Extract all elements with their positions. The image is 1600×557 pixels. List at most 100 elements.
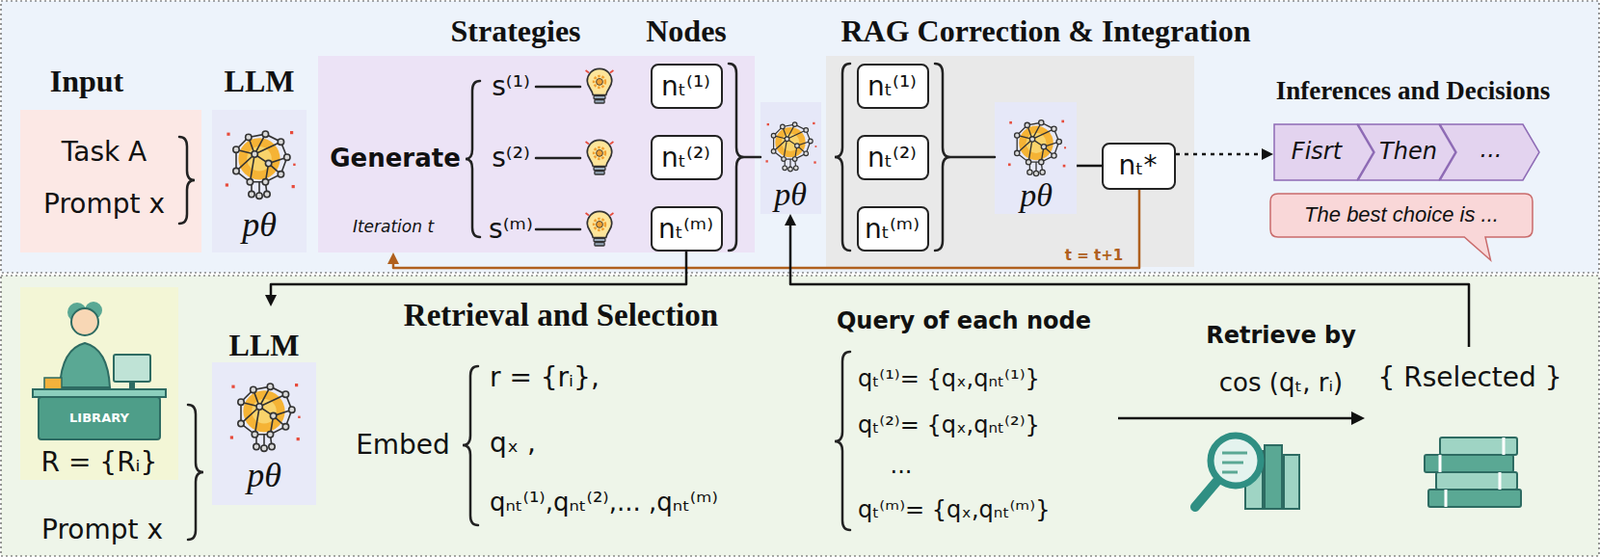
book [1424, 454, 1514, 473]
brace [834, 351, 851, 531]
brain-icon [225, 131, 296, 199]
brace [462, 366, 479, 526]
arrow-head [1261, 148, 1274, 160]
best-node-box: nₜ* [1101, 142, 1176, 190]
desk-front [38, 397, 160, 440]
icon-text: LIBRARY [69, 411, 130, 427]
bottom-panel [0, 275, 1600, 557]
heading: LLM [224, 63, 295, 100]
node-text: nₜ⁽²⁾ [661, 141, 711, 173]
book [1428, 489, 1521, 507]
model-symbol: pθ [241, 205, 277, 245]
search-icon [1195, 435, 1300, 509]
node-text: nₜ⁽¹⁾ [661, 70, 711, 102]
node-text: nₜ⁽ᵐ⁾ [658, 213, 714, 244]
arrow-head [784, 213, 797, 226]
retrieve-arrow [1118, 411, 1365, 426]
generate-region: StrategiesNodesGenerateIteration tnₜ⁽¹⁾n… [318, 55, 755, 253]
node-text: nₜ* [1118, 149, 1157, 181]
heading: Nodes [645, 13, 727, 50]
query-text: qₜ⁽²⁾= {qₓ,qₙₜ⁽²⁾} [857, 412, 1040, 440]
connector-line [1076, 164, 1102, 168]
heading: RAG Correction & Integration [840, 13, 1251, 50]
book-marks [1440, 437, 1504, 507]
arrow-head [1351, 411, 1365, 426]
library-icon [32, 301, 166, 440]
book [1283, 454, 1300, 509]
query-text: qₜ⁽ᵐ⁾= {qₓ,qₙₜ⁽ᵐ⁾} [857, 497, 1050, 525]
strategy-label: s⁽ᵐ⁾ [488, 213, 534, 245]
connector-line [393, 189, 1140, 268]
speech-bubble: The best choice is ... [1270, 193, 1533, 238]
ellipsis: ... [890, 453, 913, 480]
model-symbol: pθ [246, 455, 282, 496]
llm-box: pθ [760, 102, 822, 214]
desk-top [32, 389, 166, 398]
librarian-body [59, 343, 110, 388]
retrieved-text: { Rselected } [1377, 362, 1562, 394]
brackets [179, 63, 995, 540]
connector [1175, 148, 1274, 160]
connector-line [790, 223, 1469, 347]
top-panel [0, 0, 1600, 273]
step-text: Then [1379, 138, 1438, 166]
box-body [20, 109, 202, 253]
brace [187, 404, 204, 540]
node-box: nₜ⁽ᵐ⁾ [856, 206, 930, 252]
books-icon [1424, 437, 1521, 507]
chevron-outline [1274, 124, 1374, 181]
brace [934, 63, 995, 251]
arrow-label: cos (qₜ, rᵢ) [1219, 369, 1343, 399]
step-chevron: ... [1439, 123, 1541, 182]
embedding-text: qₓ , [489, 427, 536, 459]
librarian-head [71, 308, 99, 336]
chevron-outline [1440, 124, 1540, 181]
lens-lines [1222, 453, 1248, 473]
chevron-outline [1358, 124, 1456, 181]
node-box: nₜ⁽¹⁾ [650, 63, 723, 109]
model-symbol: pθ [1019, 176, 1053, 214]
node-box: nₜ⁽¹⁾ [856, 63, 930, 109]
embedding-text: r = {rᵢ}, [489, 362, 600, 394]
bulb-icon [586, 211, 614, 246]
strategy-label: s⁽²⁾ [491, 142, 531, 174]
connector-line [270, 251, 687, 297]
brace [728, 63, 761, 251]
brain-icon [1008, 120, 1067, 177]
input-box: InputTask A Prompt x [20, 53, 202, 253]
edge-label: t = t+1 [1062, 247, 1126, 265]
input-text: Prompt x [41, 514, 163, 546]
embedding-text: qₙₜ⁽¹⁾,qₙₜ⁽²⁾,... ,qₙₜ⁽ᵐ⁾ [489, 488, 719, 518]
book [1440, 437, 1518, 455]
connector [1076, 165, 1102, 167]
brace [834, 63, 851, 251]
heading: LLM [229, 327, 300, 364]
iteration-note: Iteration t [352, 217, 434, 238]
arrow-line [1118, 417, 1354, 421]
heading: Input [50, 63, 125, 100]
library-text: R = {Rᵢ} [41, 447, 159, 479]
step-text: Embed [355, 429, 451, 461]
query-text: qₜ⁽¹⁾= {qₓ,qₙₜ⁽¹⁾} [857, 366, 1040, 394]
heading: Strategies [450, 13, 581, 50]
book [1436, 472, 1518, 490]
node-box: nₜ⁽ᵐ⁾ [650, 206, 723, 252]
input-text: Task A [61, 136, 147, 168]
lens [1210, 435, 1261, 486]
connector [387, 189, 1140, 268]
bulb-icon [586, 139, 614, 175]
desk-book [44, 377, 62, 390]
connector [784, 213, 1469, 347]
arrow-head [387, 252, 400, 265]
brain-icon [230, 383, 301, 452]
bulb-icon [586, 68, 614, 104]
input-text: Prompt x [43, 188, 165, 220]
node-text: nₜ⁽²⁾ [867, 141, 917, 173]
monitor [113, 354, 151, 382]
arrow-head [265, 294, 277, 307]
step-text: ... [1480, 136, 1503, 164]
node-text: nₜ⁽ᵐ⁾ [864, 213, 920, 244]
step-chevron: Then [1357, 123, 1457, 182]
brain-icon [765, 122, 817, 172]
lens-handle [1195, 481, 1217, 507]
